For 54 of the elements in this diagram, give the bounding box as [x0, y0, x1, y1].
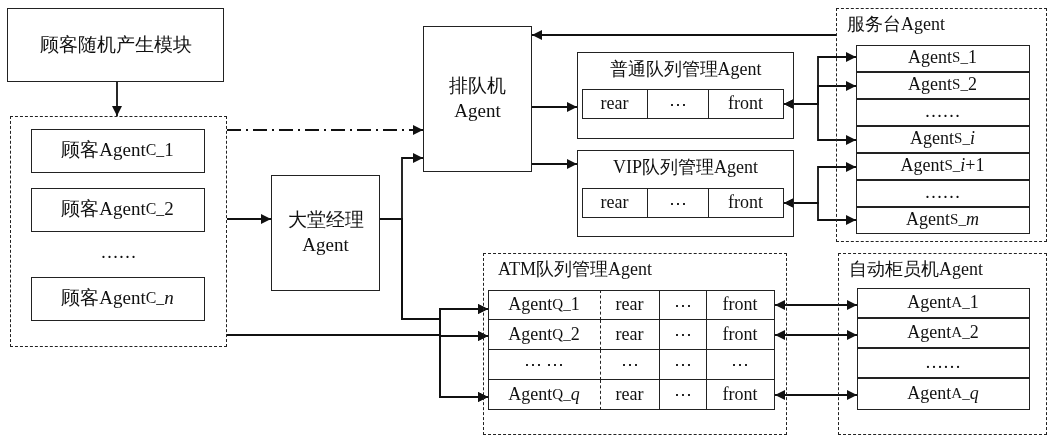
agent-box: 排队机Agent — [423, 26, 532, 172]
arrow — [531, 30, 837, 40]
dashed-group-box — [836, 8, 1047, 242]
arrow — [226, 125, 424, 135]
table-cell: ⋯ — [647, 88, 709, 119]
arrow — [112, 81, 122, 117]
table-cell: ⋯ — [599, 349, 660, 380]
arrow — [531, 102, 578, 112]
box-heading: 自动柜员机Agent — [849, 258, 983, 281]
module-box: 顾客随机产生模块 — [7, 8, 224, 82]
table-cell: rear — [599, 289, 660, 320]
agent-box: 大堂经理Agent — [271, 175, 380, 291]
table-cell: front — [708, 187, 784, 218]
table-row: …… — [855, 98, 1030, 126]
dashed-group-box — [838, 253, 1047, 435]
queue-row — [581, 187, 784, 218]
table-cell: ⋯ — [659, 289, 707, 320]
table-cell: ⋯ ⋯ — [487, 349, 600, 380]
table-row — [487, 289, 775, 320]
arrow — [783, 99, 857, 145]
table-cell: ⋯ — [647, 187, 709, 218]
box-heading: ATM队列管理Agent — [498, 258, 652, 281]
table-cell: ⋯ — [659, 319, 707, 350]
table-cell: rear — [581, 187, 648, 218]
table-cell: front — [706, 289, 775, 320]
table-row — [487, 379, 775, 410]
queue-row — [581, 88, 784, 119]
dashed-group-box — [10, 116, 227, 347]
table-cell: front — [708, 88, 784, 119]
arrow — [774, 330, 858, 340]
table-cell: front — [706, 319, 775, 350]
table-cell: ⋯ — [659, 379, 707, 410]
ellipsis-text: …… — [99, 242, 138, 263]
arrow — [531, 159, 578, 169]
queue-box — [577, 150, 794, 237]
table-row — [487, 349, 775, 380]
box-heading: 普通队列管理Agent — [608, 58, 763, 81]
arrow — [226, 214, 272, 224]
table-cell: rear — [581, 88, 648, 119]
table-cell: rear — [599, 319, 660, 350]
table-cell: rear — [599, 379, 660, 410]
arrow — [783, 198, 857, 225]
table-cell: ⋯ — [706, 349, 775, 380]
table-row: …… — [856, 347, 1030, 378]
arrow — [774, 390, 858, 400]
table-cell: ⋯ — [659, 349, 707, 380]
queue-box — [577, 52, 794, 139]
dashed-group-box — [483, 253, 787, 435]
table-row — [487, 319, 775, 350]
box-heading: VIP队列管理Agent — [612, 156, 759, 179]
table-cell: front — [706, 379, 775, 410]
table-row: …… — [855, 179, 1030, 207]
box-heading: 服务台Agent — [847, 13, 945, 36]
arrow — [774, 300, 858, 310]
